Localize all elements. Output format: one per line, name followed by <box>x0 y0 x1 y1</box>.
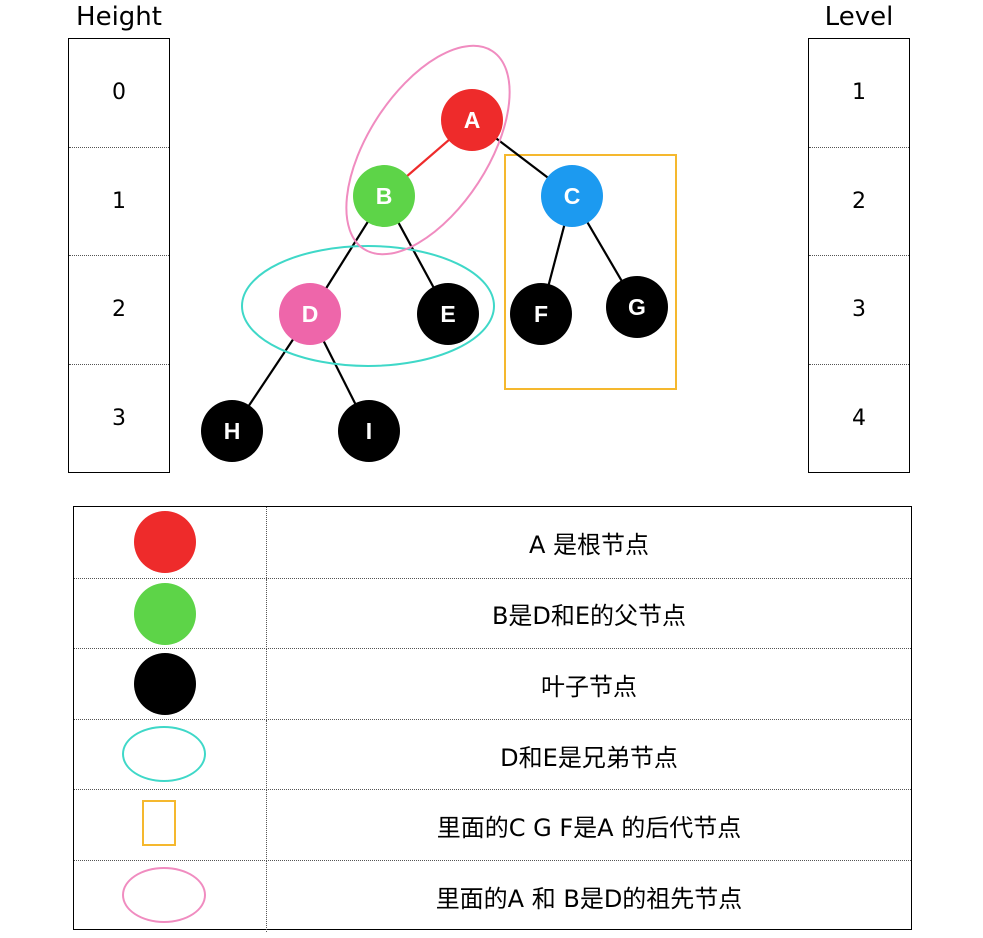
legend-text: 里面的A 和 B是D的祖先节点 <box>435 884 743 913</box>
node-label-F: F <box>534 301 548 327</box>
legend-ellipse <box>122 725 206 782</box>
node-C <box>541 165 603 227</box>
legend-dot <box>134 511 196 573</box>
legend-symbol-cell <box>74 719 267 791</box>
legend-row: 里面的C G F是A 的后代节点 <box>74 789 911 861</box>
legend-row: D和E是兄弟节点 <box>74 718 911 791</box>
height-cell: 0 <box>69 39 169 148</box>
legend-ellipse <box>122 867 206 923</box>
siblings-highlight-ellipse <box>241 245 495 367</box>
height-column: 0 1 2 3 <box>68 38 170 473</box>
node-F <box>510 283 572 345</box>
level-column-title: Level <box>824 2 894 32</box>
legend-text: D和E是兄弟节点 <box>500 743 678 772</box>
height-cell: 2 <box>69 256 169 365</box>
legend-text: A 是根节点 <box>528 530 650 559</box>
legend-symbol-cell <box>74 861 267 932</box>
legend-text: B是D和E的父节点 <box>491 602 687 631</box>
legend-text: 里面的C G F是A 的后代节点 <box>436 814 742 843</box>
legend-dot <box>134 653 196 716</box>
legend-row: 里面的A 和 B是D的祖先节点 <box>74 860 911 932</box>
node-label-E: E <box>440 301 455 327</box>
legend-symbol-cell <box>74 507 267 578</box>
legend-rect <box>142 800 176 847</box>
legend-symbol-cell <box>74 790 267 861</box>
height-cell: 3 <box>112 406 126 432</box>
node-B <box>353 165 415 227</box>
legend-text: 叶子节点 <box>541 672 637 701</box>
legend-dot <box>134 582 196 645</box>
node-label-G: G <box>628 294 646 320</box>
node-A <box>441 89 503 151</box>
node-label-I: I <box>366 418 372 444</box>
node-E <box>417 283 479 345</box>
node-G <box>606 276 668 338</box>
node-label-D: D <box>302 301 319 327</box>
node-label-A: A <box>464 107 481 133</box>
node-D <box>279 283 341 345</box>
height-cell: 1 <box>69 148 169 256</box>
tree-diagram: A B C D E F G H I <box>201 44 677 462</box>
level-cell: 2 <box>809 148 909 256</box>
legend-row: 叶子节点 <box>74 648 911 720</box>
node-label-C: C <box>564 183 581 209</box>
legend-row: B是D和E的父节点 <box>74 577 911 650</box>
legend-symbol-cell <box>74 649 267 720</box>
legend-row: A 是根节点 <box>74 507 911 578</box>
height-column-title: Height <box>76 2 162 32</box>
legend-symbol-cell <box>74 578 267 650</box>
node-I <box>338 400 400 462</box>
legend-table: A 是根节点 B是D和E的父节点叶子节点 D和E是兄弟节点里面的C G F是A 的后… <box>73 506 912 932</box>
node-label-B: B <box>376 183 393 209</box>
descendants-highlight-rect <box>504 154 677 390</box>
level-cell: 3 <box>809 256 909 365</box>
level-cell: 4 <box>852 406 866 432</box>
ancestors-highlight-ellipse <box>345 44 511 256</box>
level-column: 1 2 3 4 <box>808 38 910 473</box>
node-label-H: H <box>224 418 241 444</box>
level-cell: 1 <box>809 39 909 148</box>
node-H <box>201 400 263 462</box>
